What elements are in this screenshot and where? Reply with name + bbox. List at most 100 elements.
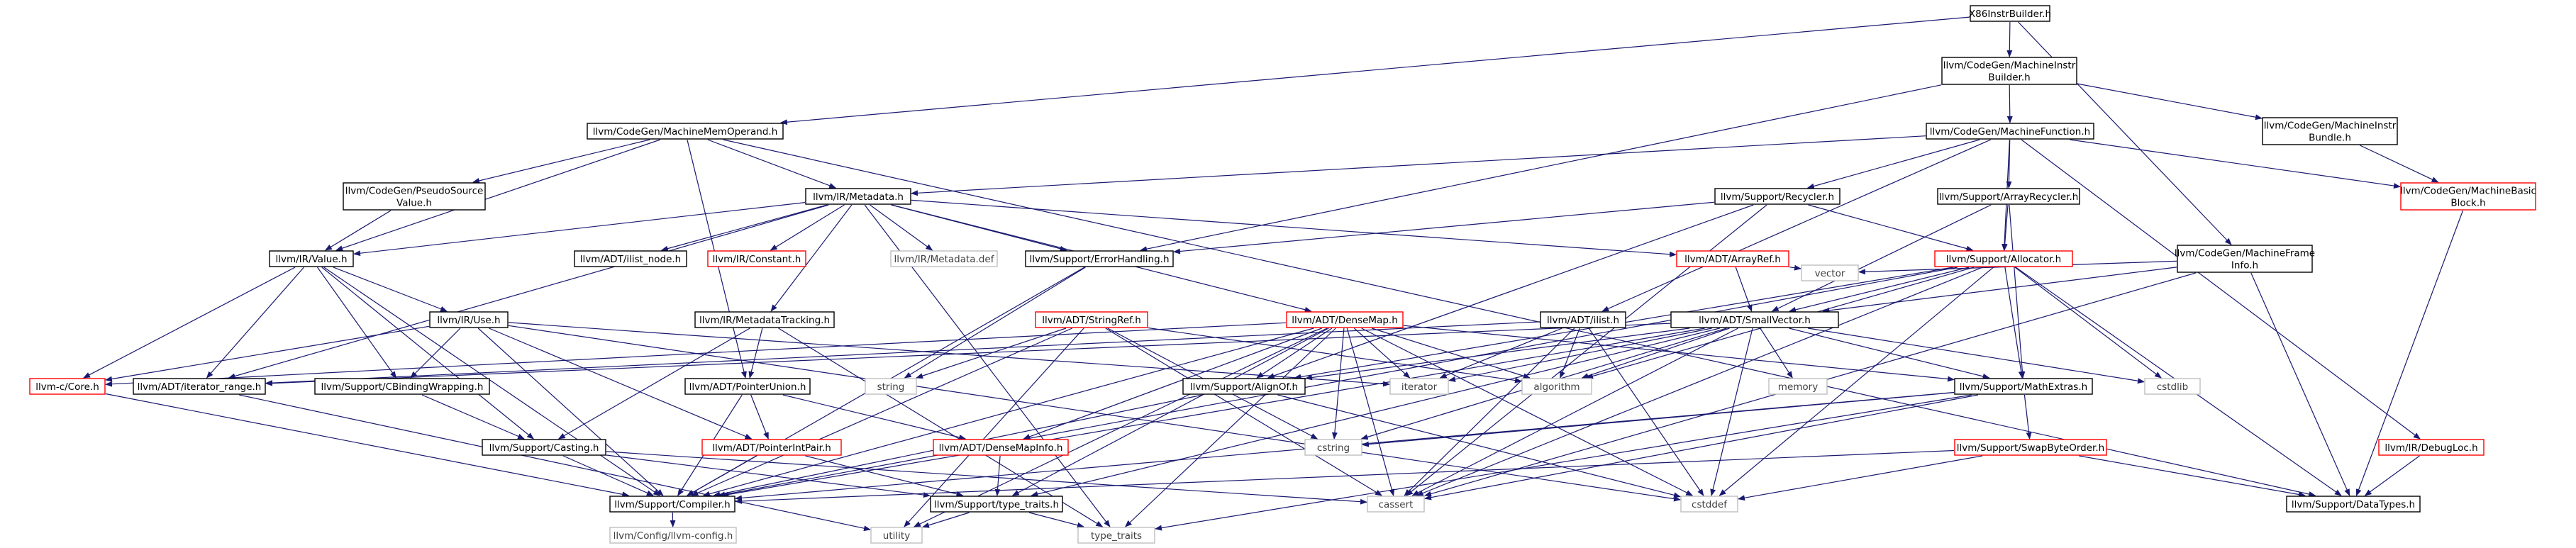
edge-mib-to-mf [2009,85,2010,123]
node-constant[interactable]: llvm/IR/Constant.h [708,251,806,267]
node-label: llvm/ADT/ilist.h [1547,315,1619,326]
edge-ptrintpair-to-compiler [687,456,757,496]
node-debugloc[interactable]: llvm/IR/DebugLoc.h [2379,440,2484,455]
node-value[interactable]: llvm/IR/Value.h [270,251,353,267]
edge-use-to-compiler [478,328,663,496]
edge-mdtrack-to-ptrunion [750,328,762,378]
node-label: utility [883,530,910,542]
edge-value-to-iterrange [207,267,304,378]
node-use[interactable]: llvm/IR/Use.h [430,312,508,328]
node-label: llvm/CodeGen/MachineInstr [2264,121,2397,132]
edge-densemap-to-ccore [106,323,1286,384]
edge-x86-to-mmo [781,17,1970,123]
node-arrayref[interactable]: llvm/ADT/ArrayRef.h [1677,251,1789,267]
node-vector: vector [1801,265,1858,281]
edge-swapbyte-to-datatypes [2079,456,2305,496]
node-swapbyte[interactable]: llvm/Support/SwapByteOrder.h [1955,440,2106,455]
edge-densemap-to-cassert [1347,328,1393,496]
node-ilistnode[interactable]: llvm/ADT/ilist_node.h [574,251,687,267]
node-typetraits[interactable]: llvm/Support/type_traits.h [931,496,1062,512]
node-label: Block.h [2450,198,2485,209]
edge-smallvector-to-compiler [722,328,1704,496]
node-label: llvm/IR/DebugLoc.h [2385,442,2477,454]
edge-mf-to-ilist [1602,140,1991,311]
node-metadata[interactable]: llvm/IR/Metadata.h [806,189,911,204]
node-label: memory [1778,381,1818,393]
node-x86: X86InstrBuilder.h [1969,6,2051,21]
node-label: cstdlib [2157,381,2188,393]
node-label: llvm/Support/Allocator.h [1946,254,2062,265]
node-densemap[interactable]: llvm/ADT/DenseMap.h [1287,312,1403,328]
node-label: llvm/ADT/PointerIntPair.h [712,442,831,454]
node-label: llvm/Support/DataTypes.h [2292,499,2415,510]
node-mmo[interactable]: llvm/CodeGen/MachineMemOperand.h [587,123,783,139]
node-smallvector[interactable]: llvm/ADT/SmallVector.h [1671,312,1838,328]
edge-allocator-to-cstdlib [2015,267,2161,378]
node-label: llvm/CodeGen/MachineFunction.h [1930,126,2090,138]
node-label: Value.h [396,198,432,209]
node-mdtrack[interactable]: llvm/IR/MetadataTracking.h [695,312,834,328]
edge-stringref-to-cassert [1106,328,1382,496]
edge-ptrunion-to-densemapinfo [783,395,965,439]
node-allocator[interactable]: llvm/Support/Allocator.h [1935,251,2072,267]
edge-mibundle-to-mbb [2360,145,2438,182]
node-utility: utility [871,527,922,543]
node-compiler[interactable]: llvm/Support/Compiler.h [610,496,735,512]
edge-mf-to-recycler [1808,140,1980,188]
edge-densemap-to-compiler [704,328,1314,496]
node-stringref[interactable]: llvm/ADT/StringRef.h [1036,312,1148,328]
node-label: llvm/IR/Use.h [437,315,500,326]
node-ilist[interactable]: llvm/ADT/ilist.h [1540,312,1626,328]
node-mathextras[interactable]: llvm/Support/MathExtras.h [1955,379,2092,394]
node-label: llvm/Support/type_traits.h [934,499,1059,510]
edge-ilist-to-algorithm [1560,328,1580,378]
node-algorithm: algorithm [1522,379,1592,394]
node-iterator: iterator [1390,379,1448,394]
edge-mfi-to-datatypes [2251,273,2350,496]
node-datatypes[interactable]: llvm/Support/DataTypes.h [2287,496,2420,512]
node-label: cassert [1379,499,1414,510]
edge-swapbyte-to-cstddef [1738,456,1982,499]
node-cassert: cassert [1367,496,1424,512]
node-arecycler[interactable]: llvm/Support/ArrayRecycler.h [1938,189,2080,204]
edge-mathextras-to-stdtypetraits [1155,395,1972,529]
node-densemapinfo[interactable]: llvm/ADT/DenseMapInfo.h [933,440,1068,455]
node-label: cstddef [1692,499,1728,510]
node-ccore[interactable]: llvm-c/Core.h [30,379,105,394]
node-label: iterator [1401,381,1438,393]
edge-stringref-to-algorithm [1148,328,1521,381]
edge-mfi-to-smallvector [1823,267,2177,311]
node-iterrange[interactable]: llvm/ADT/iterator_range.h [133,379,265,394]
node-mf[interactable]: llvm/CodeGen/MachineFunction.h [1926,123,2094,139]
node-recycler[interactable]: llvm/Support/Recycler.h [1715,189,1840,204]
edge-psv-to-value [326,211,391,250]
edge-value-to-cbw [318,267,396,378]
node-cbw[interactable]: llvm/Support/CBindingWrapping.h [315,379,489,394]
node-label: llvm/CodeGen/MachineBasic [2400,186,2536,197]
node-ptrintpair[interactable]: llvm/ADT/PointerIntPair.h [702,440,841,455]
node-errh[interactable]: llvm/Support/ErrorHandling.h [1026,251,1173,267]
node-label: llvm/ADT/ArrayRef.h [1684,254,1781,265]
edge-mathextras-to-cstring [1362,393,1954,445]
node-alignof[interactable]: llvm/Support/AlignOf.h [1183,379,1305,394]
node-memory: memory [1769,379,1827,394]
node-label: llvm/IR/Value.h [275,254,347,265]
node-mddef: llvm/IR/Metadata.def [891,251,997,267]
edge-ptrunion-to-ptrintpair [751,395,769,439]
node-label: llvm/Support/Recycler.h [1721,191,1834,203]
edge-densemap-to-alignof [1257,328,1332,378]
edge-use-to-cbw [411,328,460,378]
node-label: llvm/CodeGen/MachineInstr [1943,60,2076,72]
edge-arrayref-to-vector [1789,267,1801,269]
node-label: llvm/Support/ArrayRecycler.h [1939,191,2079,203]
node-label: llvm/ADT/ilist_node.h [580,254,681,265]
node-ptrunion[interactable]: llvm/ADT/PointerUnion.h [685,379,810,394]
node-label: llvm/IR/Metadata.h [813,191,904,203]
node-casting[interactable]: llvm/Support/Casting.h [482,440,606,455]
node-label: llvm/ADT/SmallVector.h [1699,315,1811,326]
